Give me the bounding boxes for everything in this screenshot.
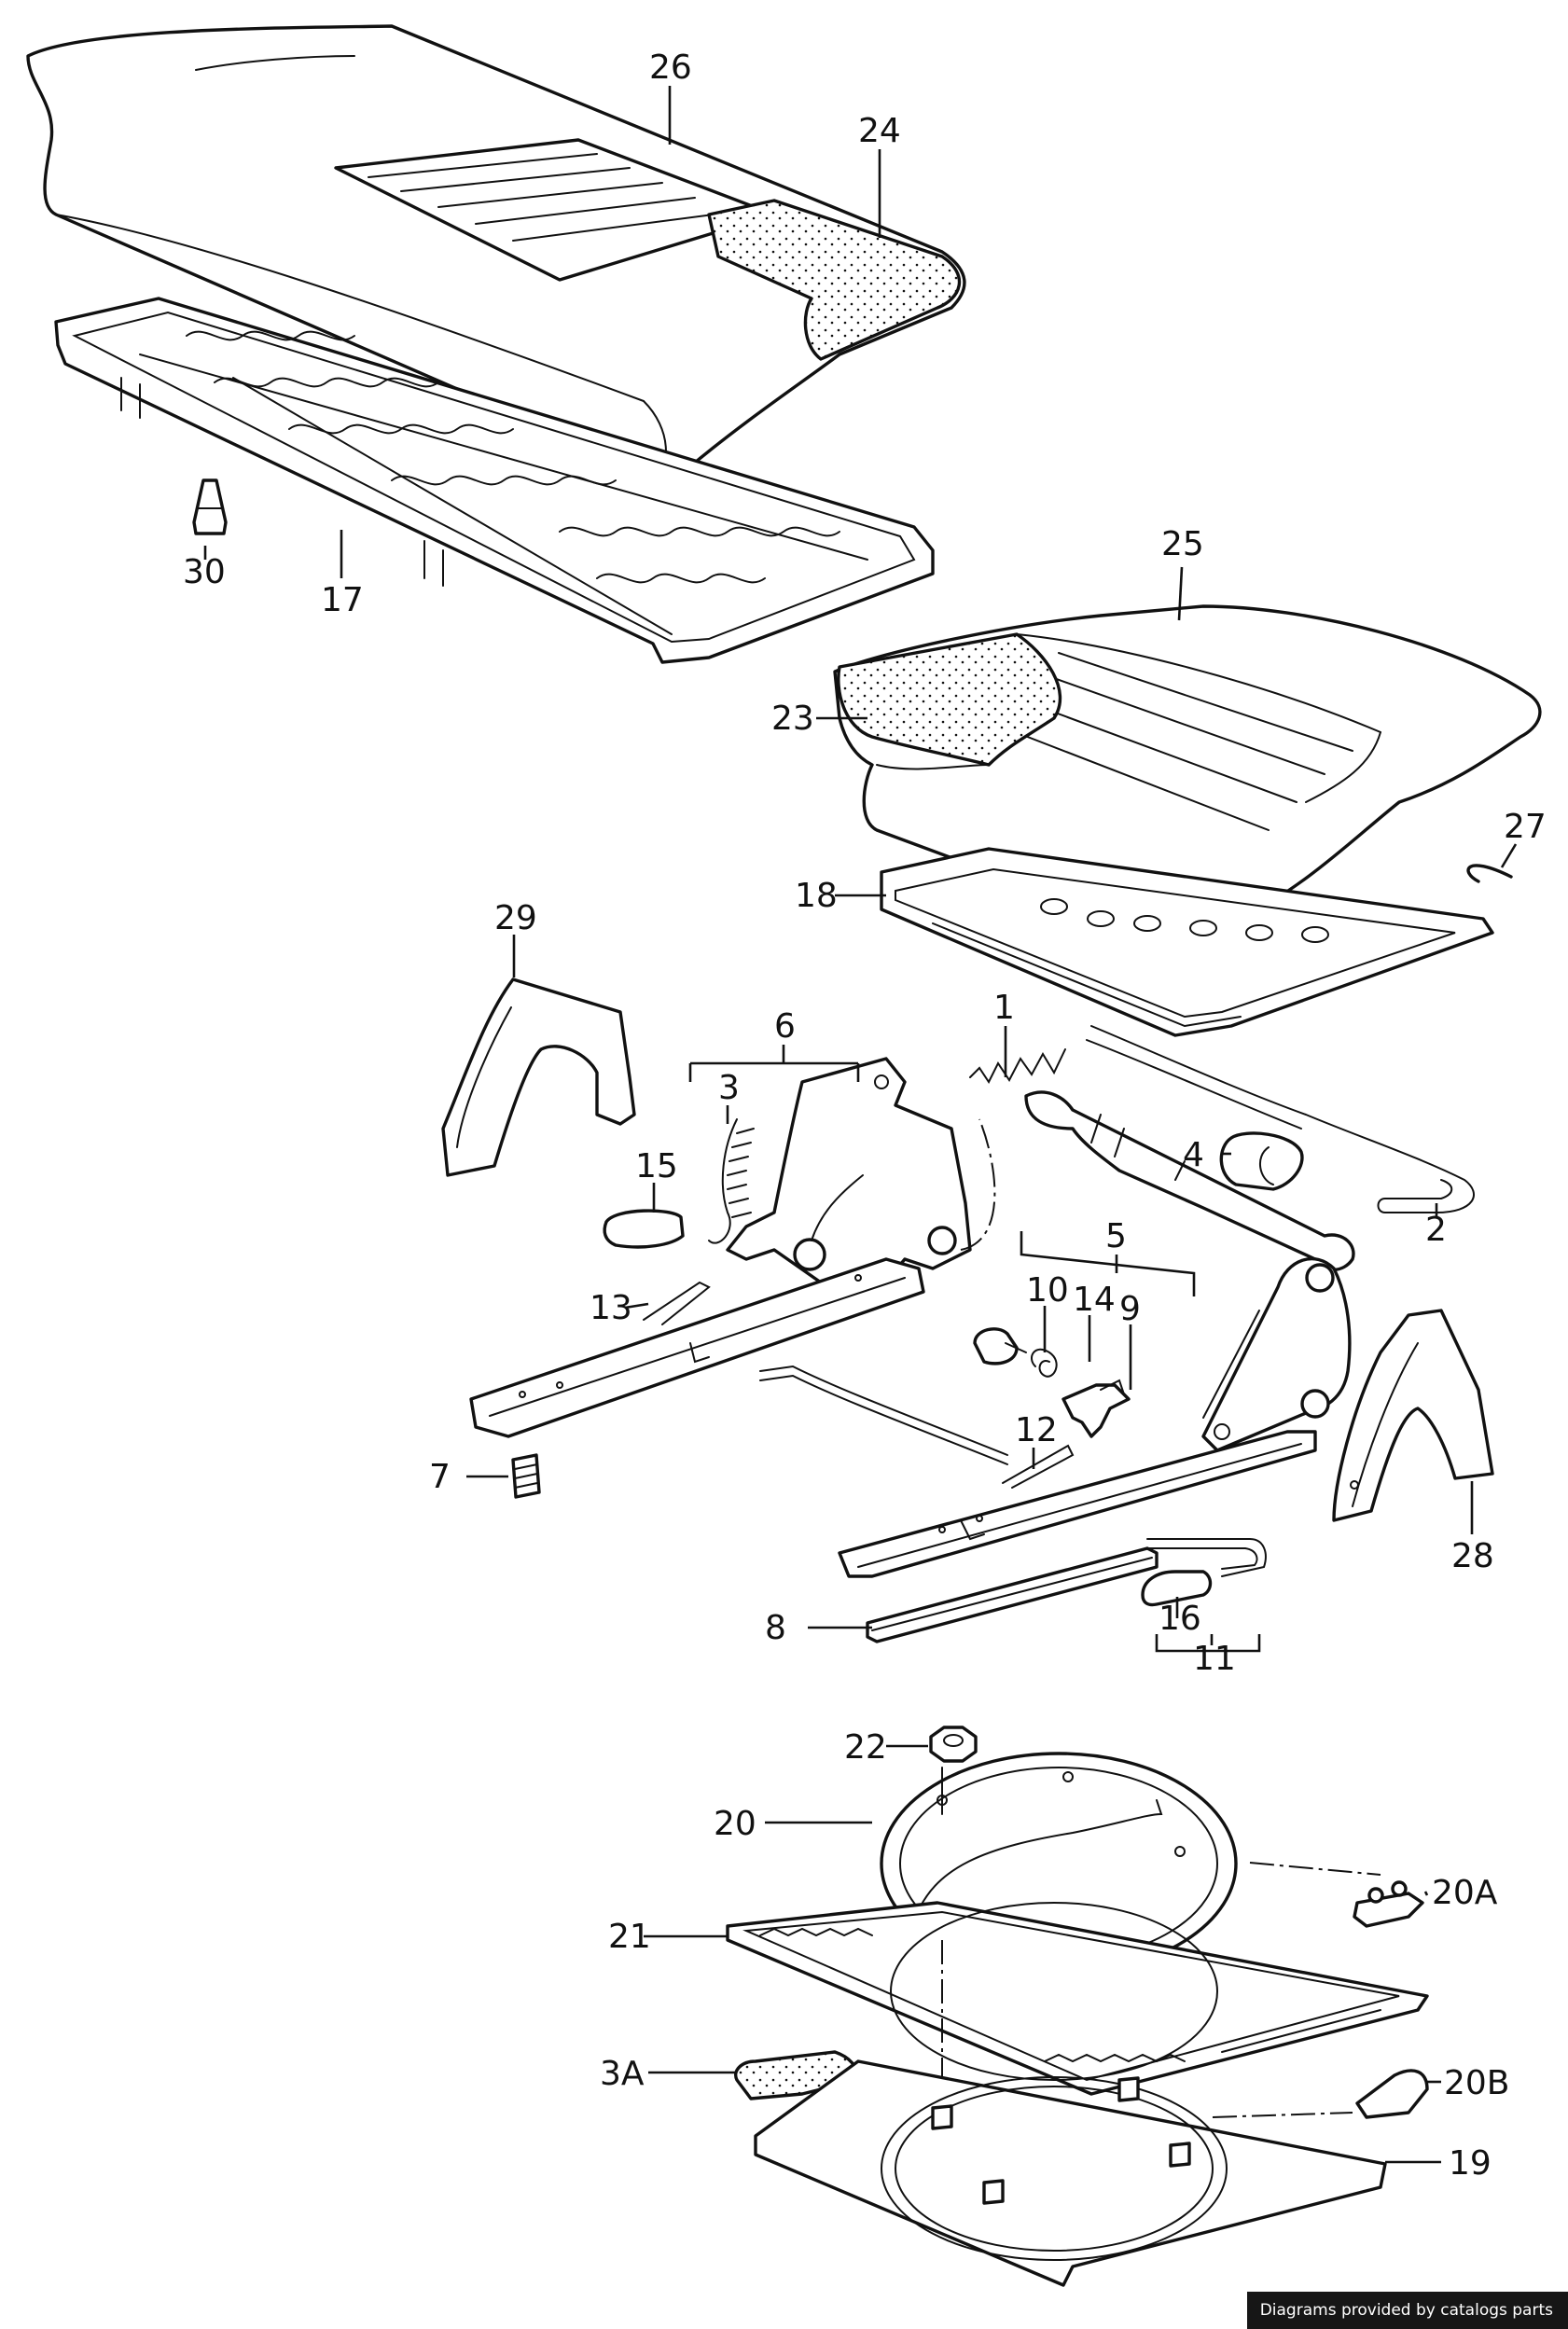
label-16: 16 xyxy=(1159,1600,1201,1638)
stop-block-20b xyxy=(1355,2069,1429,2119)
label-25: 25 xyxy=(1161,525,1204,563)
screw-part xyxy=(511,1453,541,1499)
label-18: 18 xyxy=(795,877,838,915)
left-seat-rail xyxy=(469,1257,925,1438)
ratchet-shaft xyxy=(969,1025,1475,1271)
label-10: 10 xyxy=(1026,1271,1069,1310)
label-8: 8 xyxy=(765,1609,786,1647)
label-13: 13 xyxy=(590,1289,632,1327)
label-21: 21 xyxy=(608,1918,651,1956)
wire-clip-12 xyxy=(1002,1444,1075,1489)
label-20: 20 xyxy=(714,1805,756,1843)
backrest-cushion xyxy=(26,24,966,486)
label-19: 19 xyxy=(1449,2144,1492,2183)
swivel-base xyxy=(754,2059,1387,2287)
lever-bracket-part xyxy=(1062,1379,1131,1438)
label-14: 14 xyxy=(1073,1281,1116,1319)
label-20a: 20A xyxy=(1432,1874,1498,1912)
label-12: 12 xyxy=(1015,1411,1058,1449)
stop-block-20a xyxy=(1353,1880,1424,1928)
label-3: 3 xyxy=(718,1069,740,1107)
credit-badge: Diagrams provided by catalogs parts xyxy=(1246,2292,1568,2329)
seat-frame-pan xyxy=(880,847,1494,1037)
label-27: 27 xyxy=(1504,808,1547,846)
left-side-cover xyxy=(441,977,636,1177)
ring-clip-part xyxy=(1466,864,1513,883)
label-1: 1 xyxy=(993,989,1015,1027)
label-23: 23 xyxy=(771,700,814,738)
label-3a: 3A xyxy=(600,2055,645,2093)
label-29: 29 xyxy=(494,899,537,937)
label-11: 11 xyxy=(1193,1640,1236,1678)
label-17: 17 xyxy=(321,581,364,619)
label-2: 2 xyxy=(1425,1211,1447,1249)
right-recliner-bracket xyxy=(1201,1257,1352,1452)
label-28: 28 xyxy=(1451,1537,1494,1575)
clip-part xyxy=(192,478,228,535)
label-30: 30 xyxy=(183,553,226,591)
part-labels: 26 24 30 17 25 23 27 18 29 6 3 1 4 2 15 … xyxy=(183,49,1547,2183)
label-5: 5 xyxy=(1105,1217,1127,1255)
label-9: 9 xyxy=(1119,1290,1141,1328)
nut-part xyxy=(929,1726,978,1763)
recliner-assembly xyxy=(708,1057,972,1289)
label-26: 26 xyxy=(649,49,692,87)
label-20b: 20B xyxy=(1444,2064,1510,2102)
spring-clip-part xyxy=(1031,1348,1058,1378)
label-24: 24 xyxy=(858,112,901,150)
right-side-cover xyxy=(1332,1309,1494,1522)
knob-part xyxy=(603,1209,685,1249)
right-seat-rail xyxy=(838,1430,1317,1578)
label-7: 7 xyxy=(429,1458,451,1496)
backrest-frame xyxy=(54,297,935,664)
wire-clip-13 xyxy=(643,1281,711,1325)
label-15: 15 xyxy=(635,1147,678,1185)
label-4: 4 xyxy=(1183,1136,1204,1174)
label-6: 6 xyxy=(774,1007,796,1046)
seat-cushion xyxy=(833,604,1542,932)
leader-lines xyxy=(203,86,1518,2164)
cross-wire xyxy=(759,1365,1008,1465)
bushing-part xyxy=(973,1327,1027,1366)
swivel-frame xyxy=(726,1901,1429,2108)
release-lever xyxy=(1141,1538,1267,1607)
label-22: 22 xyxy=(844,1728,887,1767)
